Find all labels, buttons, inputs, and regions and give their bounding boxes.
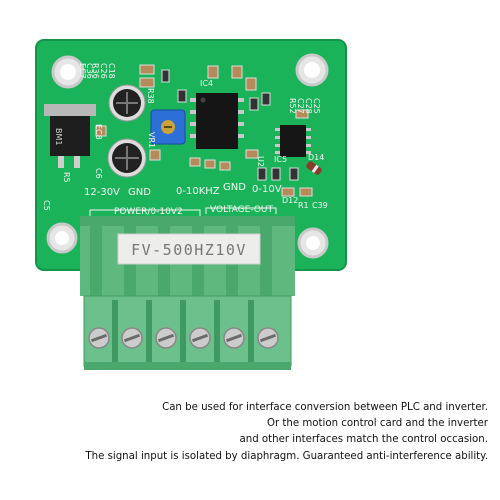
screw-terminal-icon [155,327,177,349]
caption-line: and other interfaces match the control o… [239,434,488,446]
silk-ref-d14: D14 [308,153,324,162]
silk-ref-c26: C26 [99,63,108,79]
screw-terminal-icon [257,327,279,349]
silk-ref-ec7: EC7 [78,63,87,79]
diode-icon [306,161,322,175]
silk-ref-ic5: IC5 [274,155,287,164]
silk-pin-label: 0-10V [252,184,282,195]
silk-ref-r36: R36 [91,63,100,79]
smd-component-icon [95,64,313,197]
silk-ref-u2: U2 [256,156,265,167]
silk-ref-c5: C5 [42,200,51,211]
silk-ref-bm1: BM1 [54,128,63,145]
screw-terminal-icon [121,327,143,349]
silk-group-voltage-out: VOLTAGE-OUT [210,205,273,215]
silk-ref-c18: C18 [107,63,116,79]
silk-ref-r52: R52 [288,98,297,114]
caption-line: Or the motion control card and the inver… [266,418,488,430]
silk-ref-c39: C39 [312,201,328,210]
voltage-regulator-icon [44,104,96,168]
dip8-ic-icon [190,93,244,149]
caption: Can be used for interface conversion bet… [0,400,500,465]
silk-ref-c25: C25 [312,98,321,114]
silk-group-power: POWER/0-10V2 [114,207,183,217]
mounting-hole-icon [297,227,329,259]
silk-ref-c27: C27 [296,98,305,114]
caption-line: The signal input is isolated by diaphrag… [85,450,488,462]
silk-ref-ec8: EC8 [94,124,103,140]
silk-ref-r38: R38 [146,88,155,104]
silk-ref-ic4: IC4 [200,79,213,88]
product-photo: R36 C26 C18 C36 EC7 R38 EC8 VR1 C5 R5 C6… [35,39,347,370]
caption-line: Can be used for interface conversion bet… [162,402,488,413]
screw-terminal-icon [88,327,110,349]
silk-ref-d12: D12 [282,196,298,205]
silk-bracket [205,207,277,214]
silk-ref-c36: C36 [85,63,94,79]
soic-ic-icon [275,125,311,157]
silk-pin-label: 0-10KHZ [176,186,220,197]
trimpot-icon [150,109,186,145]
electrolytic-capacitor-icon [107,138,147,178]
silk-ref-vr1: VR1 [147,132,156,148]
silk-ref-r1: R1 [298,201,309,210]
screw-terminal-icon [223,327,245,349]
silk-pin-label: 12-30V [84,187,120,198]
mounting-hole-icon [51,55,85,89]
silk-ref-r5: R5 [62,172,71,183]
silk-pin-label: GND [223,182,246,193]
electrolytic-capacitor-icon [108,84,146,122]
screw-terminal-icon [189,327,211,349]
silk-bracket [89,209,201,216]
model-label: FV-500HZ10V [117,233,261,265]
model-label-text: FV-500HZ10V [131,241,247,259]
silk-ref-c28: C28 [304,98,313,114]
mounting-hole-icon [46,222,78,254]
silk-ref-c6: C6 [94,168,103,179]
silk-pin-label: GND [128,187,151,198]
mounting-hole-icon [295,53,329,87]
